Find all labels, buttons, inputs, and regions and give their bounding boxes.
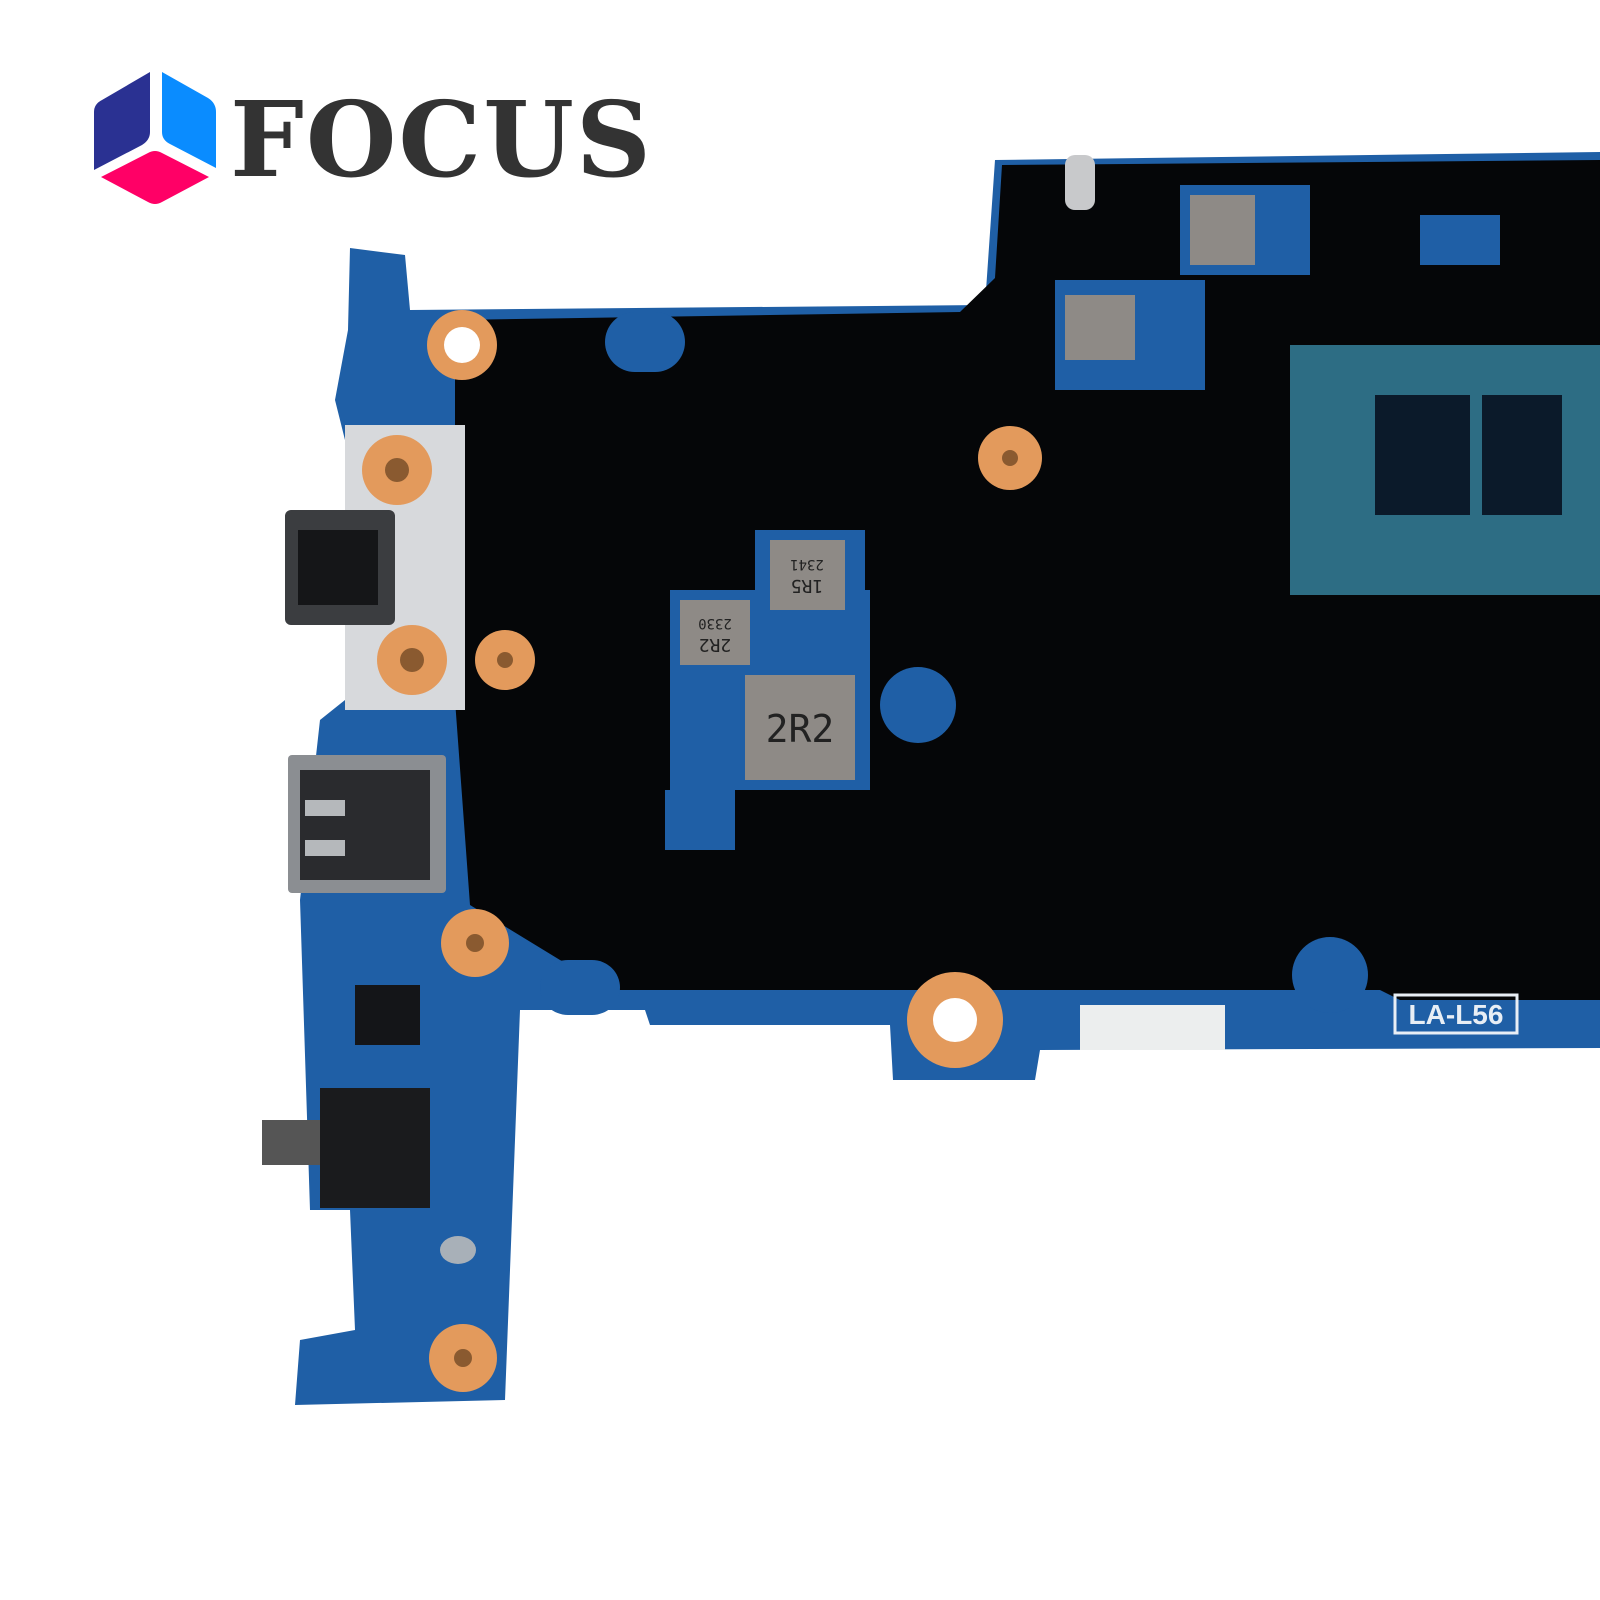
ic-chip [355,985,420,1045]
logo-cube-left [94,72,150,170]
inductor [1190,195,1255,265]
inductor: 2R2 [745,675,855,780]
logo-cube-bottom [101,151,209,204]
component-pad [665,790,735,850]
inductor [1065,295,1135,360]
board-label: LA-L56 [1393,993,1519,1035]
screw-holes [362,310,1042,1392]
inductor-marking: 2330 [698,615,732,631]
pcb-cutout [605,312,685,372]
pcb-cutout [880,667,956,743]
cpu-die [1482,395,1562,515]
inductor-marking: 2341 [790,556,824,572]
board-model-text: LA-L56 [1409,999,1504,1030]
usb-a-port [288,755,446,893]
logo-wordmark: FOCUS [230,78,653,201]
standoff [1065,155,1095,210]
usb-c-port [285,510,395,625]
inductor-marking: 2R2 [699,634,732,655]
test-pad [440,1236,476,1264]
component-pad [1420,215,1500,265]
inductor-marking: 2R2 [766,707,835,751]
inductor: 1R5 2341 [770,540,845,610]
cpu-die [1375,395,1470,515]
cpu-chip [1290,345,1600,595]
audio-jack [262,1088,430,1208]
inductor: 2R2 2330 [680,600,750,665]
pcb-cutout [540,960,620,1015]
logo-cube-right [162,72,216,168]
focus-logo: FOCUS [94,72,653,204]
inductor-marking: 1R5 [791,575,824,596]
ribbon-connector [1080,1005,1225,1050]
pcb-cutout [1292,937,1368,1013]
